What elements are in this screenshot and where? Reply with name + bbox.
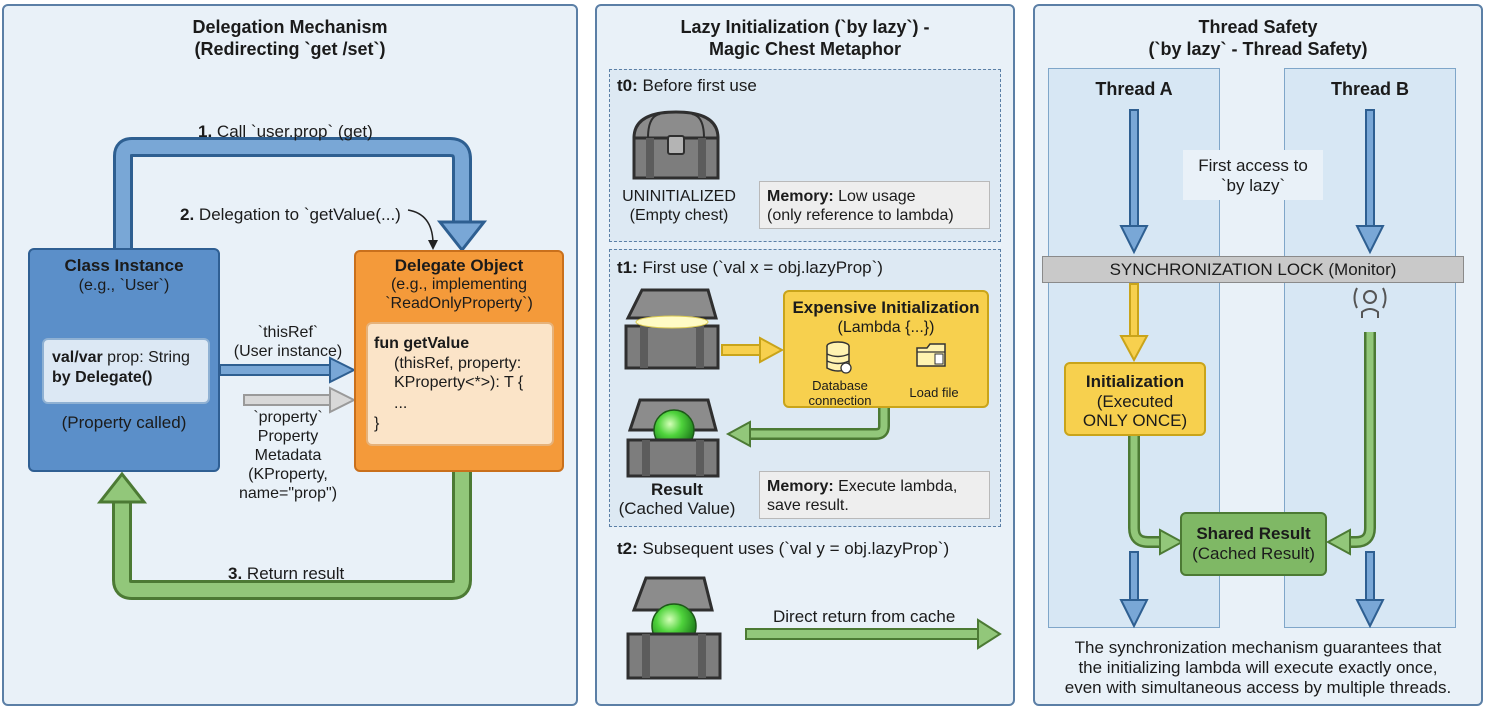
init-to-shared-arrow [1128,436,1162,548]
first-access-note: First access to `by lazy` [1183,150,1323,200]
return-arrowhead [96,471,148,504]
lazy-title-line1: Lazy Initialization (`by lazy`) - [680,17,930,37]
thread-safety-title: Thread Safety (`by lazy` - Thread Safety… [1035,16,1481,60]
delegation-title: Delegation Mechanism (Redirecting `get /… [4,16,576,60]
database-icon [826,341,852,374]
thread-safety-title-line1: Thread Safety [1198,17,1318,37]
thisref-arrowhead [329,356,357,384]
initialization-line2: ONLY ONCE) [1082,411,1188,430]
delegation-title-line1: Delegation Mechanism [192,17,388,37]
class-instance-sub: (e.g., `User`) [78,277,170,294]
thread-b-label: Thread B [1330,79,1409,99]
code-line5: } [374,415,380,432]
init-to-shared-arrowhead [1159,528,1185,556]
property-called-label: (Property called) [61,413,187,432]
database-label: Database connection [808,378,872,408]
code-fun: fun getValue [374,335,470,352]
class-instance-title: Class Instance [64,256,184,275]
direct-return-arrowhead [977,618,1002,650]
expensive-init-sub: (Lambda {...}) [837,319,935,336]
init-down-arrowhead [1119,335,1149,363]
cached-chest-icon [626,576,722,680]
threadb-to-shared-arrowhead [1325,528,1351,556]
delegate-object-sub1: (e.g., implementing [390,276,528,293]
result-chest-icon [626,398,720,478]
thisref-label: `thisRef` (User instance) [233,324,343,360]
shared-result-title: Shared Result [1196,524,1311,543]
property-metadata-label: `property` Property Metadata (KProperty,… [238,409,338,502]
initialization-box: Initialization (Executed ONLY ONCE) [1064,362,1206,436]
t0-label: t0: Before first use [617,76,757,95]
thread-safety-footnote: The synchronization mechanism guarantees… [1064,638,1452,697]
property-arrowhead [329,386,357,414]
expensive-init-title: Expensive Initialization [792,298,980,317]
sync-lock-bar: SYNCHRONIZATION LOCK (Monitor) [1042,256,1464,283]
direct-return-label: Direct return from cache [773,607,956,626]
shared-result-sub: (Cached Result) [1192,544,1315,563]
delegation-title-line2: (Redirecting `get /set`) [194,39,386,59]
initialization-line1: (Executed [1096,392,1174,411]
thread-a-arrowhead [1119,225,1149,255]
step3-label: 3. Return result [228,564,345,583]
waiting-icon [1353,287,1387,318]
property-declaration: val/var prop: String [52,349,190,366]
shared-result-box: Shared Result (Cached Result) [1180,512,1327,576]
result-arrowhead [725,420,751,448]
lazy-title-line2: Magic Chest Metaphor [708,39,902,59]
property-delegate: by Delegate() [52,369,153,386]
getvalue-code-box: fun getValue (thisRef, property: KProper… [366,322,554,446]
code-line3: KProperty<*>): T { [394,374,524,391]
class-instance-box: Class Instance (e.g., `User`) val/var pr… [28,248,220,472]
opening-chest-icon [624,288,720,370]
expensive-init-box: Expensive Initialization (Lambda {...}) … [783,290,989,408]
closed-chest-icon [632,110,720,180]
t1-label: t1: First use (`val x = obj.lazyProp`) [617,258,883,277]
delegation-thin-arrow [407,209,434,243]
delegate-object-sub2: `ReadOnlyProperty`) [385,295,533,312]
folder-icon [916,343,946,367]
thread-b-out-arrowhead [1355,599,1385,629]
init-arrowhead [759,336,785,364]
uninitialized-label: UNINITIALIZED (Empty chest) [622,188,736,224]
load-file-label: Load file [909,385,959,400]
thread-a-label: Thread A [1095,79,1173,99]
delegate-object-box: Delegate Object (e.g., implementing `Rea… [354,250,564,472]
property-box: val/var prop: String by Delegate() [42,338,210,404]
code-line2: (thisRef, property: [394,355,522,372]
lazy-title: Lazy Initialization (`by lazy`) - Magic … [597,16,1013,60]
initialization-title: Initialization [1085,372,1185,391]
thread-a-out-arrowhead [1119,599,1149,629]
step1-label: 1. Call `user.prop` (get) [198,122,373,141]
step2-label: 2. Delegation to `getValue(...) [180,205,401,224]
result-label: Result (Cached Value) [618,480,736,518]
memory-t1: Memory: Execute lambda, save result. [759,471,990,519]
memory-t0: Memory: Low usage (only reference to lam… [759,181,990,229]
thread-b-arrowhead [1355,225,1385,255]
call-arrowhead [436,220,488,253]
thread-safety-title-line2: (`by lazy` - Thread Safety) [1148,39,1368,59]
sync-lock-label: SYNCHRONIZATION LOCK (Monitor) [1109,260,1397,279]
delegate-object-title: Delegate Object [394,256,524,275]
t2-label: t2: Subsequent uses (`val y = obj.lazyPr… [617,539,950,558]
code-line4: ... [394,395,408,412]
